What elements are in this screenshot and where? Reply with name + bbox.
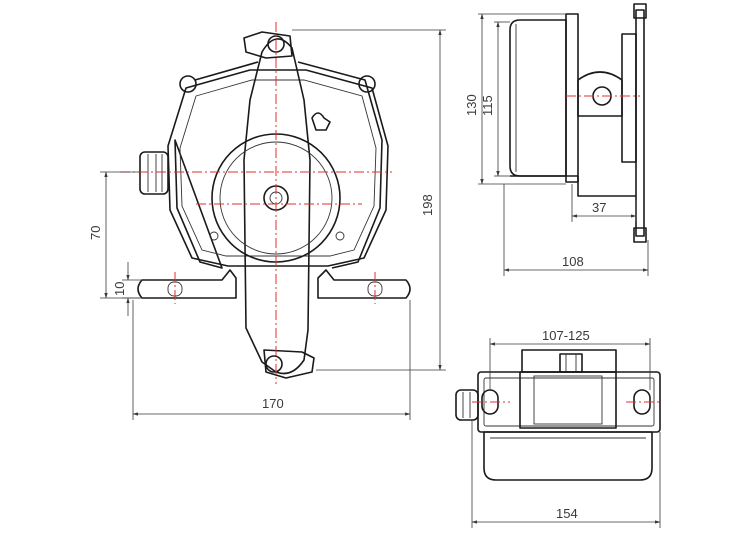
side-flange [565, 13, 579, 183]
lever-arm [243, 38, 311, 375]
lever-bottom-hole [265, 355, 283, 373]
side-lever-bottom [633, 227, 647, 243]
dim-10: 10 [112, 282, 127, 296]
front-bolt [209, 231, 219, 241]
top-view: 107-125 154 [455, 328, 661, 528]
front-housing-body [167, 69, 389, 267]
lever-top-lug [243, 31, 293, 59]
side-lever-top [633, 3, 647, 19]
lever-bottom-lug [263, 349, 315, 379]
dim-107-125: 107-125 [542, 328, 590, 343]
side-boss [577, 71, 623, 117]
top-center-body [519, 371, 617, 429]
dim-37: 37 [592, 200, 606, 215]
front-knob [311, 112, 331, 131]
cable-gland [139, 151, 169, 195]
side-plate [621, 33, 637, 163]
front-foot-right [317, 269, 411, 299]
side-lever [635, 9, 645, 237]
front-view: 170 198 70 10 [88, 22, 446, 420]
dim-115: 115 [480, 95, 495, 116]
dim-198: 198 [420, 194, 435, 216]
dim-154: 154 [556, 506, 578, 521]
top-cable-gland [455, 389, 479, 421]
hub-inner [219, 141, 333, 255]
side-body [509, 19, 567, 177]
top-bracket-clamp [559, 353, 583, 373]
dim-170: 170 [262, 396, 284, 411]
front-ear-left [179, 75, 197, 93]
front-ear-right [358, 75, 376, 93]
dim-130: 130 [464, 94, 479, 116]
front-foot-left [137, 269, 237, 299]
side-view: 130 115 37 108 [464, 3, 649, 276]
front-bolt [335, 231, 345, 241]
front-housing-inner [179, 79, 377, 257]
dim-108: 108 [562, 254, 584, 269]
top-lower-body [483, 431, 653, 481]
dim-70: 70 [88, 226, 103, 240]
side-foot [510, 175, 636, 197]
front-housing [174, 61, 383, 269]
